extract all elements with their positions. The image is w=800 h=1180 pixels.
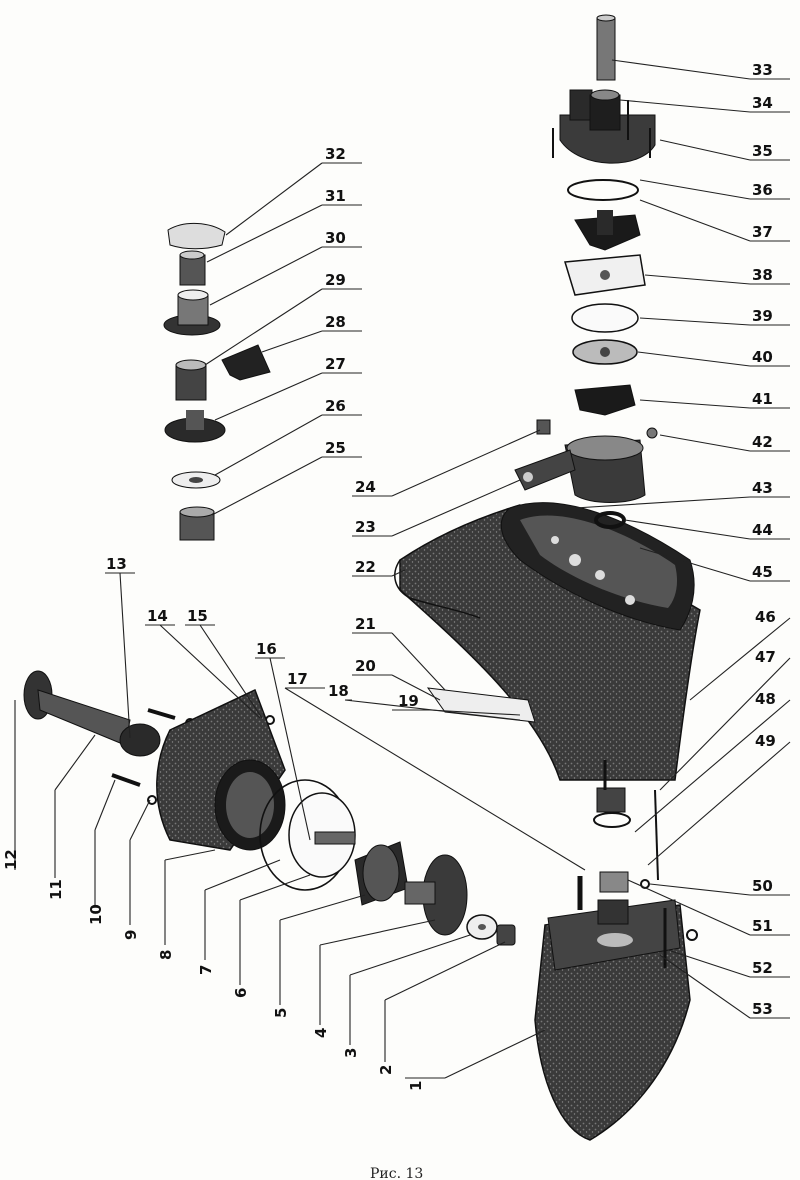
label-32: 32	[325, 145, 346, 163]
label-28: 28	[325, 313, 346, 331]
label-17: 17	[287, 670, 308, 688]
label-53: 53	[752, 1000, 773, 1018]
label-37: 37	[752, 223, 773, 241]
label-12: 12	[2, 849, 20, 870]
label-5: 5	[272, 1008, 290, 1018]
label-48: 48	[755, 690, 776, 708]
label-22: 22	[355, 558, 376, 576]
label-3: 3	[342, 1048, 360, 1058]
label-36: 36	[752, 181, 773, 199]
gear-housing	[394, 502, 701, 781]
label-8: 8	[157, 950, 175, 960]
label-19: 19	[398, 692, 419, 710]
label-42: 42	[752, 433, 773, 451]
label-35: 35	[752, 142, 773, 160]
part-number-labels: 33 34 35 36 37 38 39 40 41 42 43 44 45 4…	[2, 61, 776, 1091]
water-pump-stack	[514, 14, 658, 529]
label-10: 10	[87, 904, 105, 925]
label-45: 45	[752, 563, 773, 581]
label-52: 52	[752, 959, 773, 977]
lower-housing	[534, 760, 698, 1141]
label-30: 30	[325, 229, 346, 247]
label-1: 1	[407, 1081, 425, 1091]
label-16: 16	[256, 640, 277, 658]
label-31: 31	[325, 187, 346, 205]
label-18: 18	[328, 682, 349, 700]
label-40: 40	[752, 348, 773, 366]
label-41: 41	[752, 390, 773, 408]
label-11: 11	[47, 879, 65, 900]
label-15: 15	[187, 607, 208, 625]
label-34: 34	[752, 94, 773, 112]
figure-caption: Рис. 13	[370, 1166, 423, 1180]
label-26: 26	[325, 397, 346, 415]
label-2: 2	[377, 1065, 395, 1075]
leader-lines	[14, 59, 791, 1079]
label-50: 50	[752, 877, 773, 895]
label-29: 29	[325, 271, 346, 289]
label-27: 27	[325, 355, 346, 373]
label-39: 39	[752, 307, 773, 325]
label-51: 51	[752, 917, 773, 935]
label-25: 25	[325, 439, 346, 457]
label-47: 47	[755, 648, 776, 666]
label-13: 13	[106, 555, 127, 573]
label-44: 44	[752, 521, 773, 539]
label-4: 4	[312, 1028, 330, 1038]
label-21: 21	[355, 615, 376, 633]
label-20: 20	[355, 657, 376, 675]
label-33: 33	[752, 61, 773, 79]
label-43: 43	[752, 479, 773, 497]
label-14: 14	[147, 607, 168, 625]
propeller-shaft-assembly	[23, 670, 536, 946]
label-49: 49	[755, 732, 776, 750]
label-9: 9	[122, 930, 140, 940]
label-46: 46	[755, 608, 776, 626]
label-23: 23	[355, 518, 376, 536]
label-38: 38	[752, 266, 773, 284]
label-6: 6	[232, 988, 250, 998]
label-24: 24	[355, 478, 376, 496]
label-7: 7	[197, 965, 215, 975]
gear-stack	[163, 223, 271, 541]
